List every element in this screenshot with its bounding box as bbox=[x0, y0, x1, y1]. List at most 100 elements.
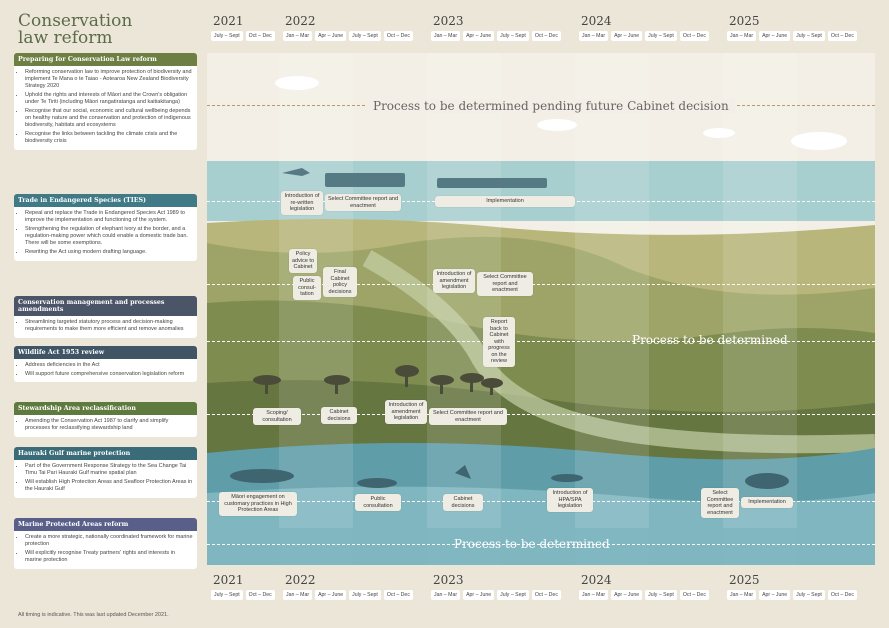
section-heading: Hauraki Gulf marine protection bbox=[14, 447, 197, 460]
process-text-prep: Process to be determined pending future … bbox=[367, 99, 735, 113]
node-cm-final: Final Cabinet policy decisions bbox=[323, 267, 357, 297]
quarter-label: July – Sept bbox=[645, 31, 677, 41]
section-bullet: Amending the Conservation Act 1987 to cl… bbox=[25, 418, 193, 432]
section-bullet: Reforming conservation law to improve pr… bbox=[25, 69, 193, 91]
quarter-label: Oct – Dec bbox=[245, 590, 275, 600]
landscape-illustration bbox=[207, 53, 875, 565]
sa-arrow bbox=[207, 414, 875, 415]
section-mpa: Marine Protected Areas reform Create a m… bbox=[14, 518, 197, 569]
section-bullet: Part of the Government Response Strategy… bbox=[25, 463, 193, 477]
quarter-label: Jan – Mar bbox=[431, 31, 461, 41]
section-bullet: Strengthening the regulation of elephant… bbox=[25, 226, 193, 248]
quarter-label: Jan – Mar bbox=[431, 590, 461, 600]
quarter-label: Jan – Mar bbox=[283, 31, 313, 41]
quarter-label: Oct – Dec bbox=[679, 590, 709, 600]
year-label: 2023 bbox=[433, 573, 464, 587]
page-title: Conservation law reform bbox=[18, 13, 198, 47]
node-hg-maori: Māori engagement on customary practices … bbox=[219, 492, 297, 516]
wl-arrow bbox=[207, 341, 875, 342]
section-body: Reforming conservation law to improve pr… bbox=[14, 66, 197, 151]
section-bullet: Repeal and replace the Trade in Endanger… bbox=[25, 210, 193, 224]
quarter-label: July – Sept bbox=[211, 31, 243, 41]
cm-arrow bbox=[207, 284, 875, 285]
quarter-label: Jan – Mar bbox=[727, 590, 757, 600]
quarter-label: July – Sept bbox=[645, 590, 677, 600]
quarter-label: Apr – June bbox=[315, 31, 347, 41]
section-heading: Trade in Endangered Species (TIES) bbox=[14, 194, 197, 207]
node-hg-impl: Implementation bbox=[741, 497, 793, 508]
section-body: Streamlining targeted statutory process … bbox=[14, 316, 197, 338]
quarter-label: Oct – Dec bbox=[827, 590, 857, 600]
node-sa-cabinet: Cabinet decisions bbox=[321, 407, 357, 424]
section-bullet: Recognise the links between tackling the… bbox=[25, 131, 193, 145]
section-body: Create a more strategic, nationally coor… bbox=[14, 531, 197, 569]
section-bullet: Recognise that our social, economic and … bbox=[25, 108, 193, 130]
quarter-label: Apr – June bbox=[611, 31, 643, 41]
section-bullet: Rewriting the Act using modern drafting … bbox=[25, 249, 193, 256]
node-wl-report: Report back to Cabinet with progress on … bbox=[483, 317, 515, 367]
section-heading: Conservation management and processes am… bbox=[14, 296, 197, 316]
node-cm-select: Select Committee report and enactment bbox=[477, 272, 533, 296]
process-text-mpa: Process to be determined bbox=[454, 537, 610, 551]
mpa-arrow bbox=[207, 544, 875, 545]
node-sa-scoping: Scoping/ consultation bbox=[253, 408, 301, 425]
node-hg-public: Public consultation bbox=[355, 494, 401, 511]
node-hg-intro: Introduction of HPA/SPA legislation bbox=[547, 488, 593, 512]
year-label: 2025 bbox=[729, 14, 760, 28]
node-sa-intro: Introduction of amendment legislation bbox=[385, 400, 427, 424]
quarter-label: July – Sept bbox=[349, 31, 381, 41]
quarter-label: Jan – Mar bbox=[283, 590, 313, 600]
section-bullet: Will support future comprehensive conser… bbox=[25, 371, 193, 378]
quarter-label: July – Sept bbox=[793, 31, 825, 41]
quarter-label: Jan – Mar bbox=[727, 31, 757, 41]
section-bullet: Uphold the rights and interests of Māori… bbox=[25, 92, 193, 106]
quarter-label: Apr – June bbox=[759, 590, 791, 600]
section-body: Part of the Government Response Strategy… bbox=[14, 460, 197, 498]
year-label: 2022 bbox=[285, 14, 316, 28]
node-cm-public: Public consul- tation bbox=[293, 276, 321, 300]
quarter-label: Oct – Dec bbox=[383, 31, 413, 41]
section-heading: Wildlife Act 1953 review bbox=[14, 346, 197, 359]
quarter-label: Oct – Dec bbox=[827, 31, 857, 41]
quarter-label: July – Sept bbox=[211, 590, 243, 600]
section-heading: Marine Protected Areas reform bbox=[14, 518, 197, 531]
section-bullet: Address deficiencies in the Act bbox=[25, 362, 193, 369]
quarter-label: Oct – Dec bbox=[245, 31, 275, 41]
hg-arrow bbox=[207, 501, 875, 502]
quarter-label: Apr – June bbox=[463, 590, 495, 600]
section-body: Address deficiencies in the Act Will sup… bbox=[14, 359, 197, 383]
quarter-label: July – Sept bbox=[497, 590, 529, 600]
year-label: 2025 bbox=[729, 573, 760, 587]
section-bullet: Streamlining targeted statutory process … bbox=[25, 319, 193, 333]
section-heading: Preparing for Conservation Law reform bbox=[14, 53, 197, 66]
quarter-label: July – Sept bbox=[793, 590, 825, 600]
title-line-2: law reform bbox=[18, 28, 113, 48]
section-wildlife: Wildlife Act 1953 review Address deficie… bbox=[14, 346, 197, 383]
section-bullet: Create a more strategic, nationally coor… bbox=[25, 534, 193, 548]
year-label: 2024 bbox=[581, 573, 612, 587]
footer-note: All timing is indicative. This was last … bbox=[18, 612, 169, 618]
quarter-label: Oct – Dec bbox=[383, 590, 413, 600]
year-label: 2021 bbox=[213, 14, 244, 28]
section-hauraki: Hauraki Gulf marine protection Part of t… bbox=[14, 447, 197, 498]
quarter-label: Apr – June bbox=[759, 31, 791, 41]
section-heading: Stewardship Area reclassification bbox=[14, 402, 197, 415]
node-sa-select: Select Committee report and enactment bbox=[429, 408, 507, 425]
quarter-label: Apr – June bbox=[611, 590, 643, 600]
node-cm-policy: Policy advice to Cabinet bbox=[289, 249, 317, 273]
section-conservation-mgmt: Conservation management and processes am… bbox=[14, 296, 197, 338]
quarter-label: Jan – Mar bbox=[579, 590, 609, 600]
section-body: Amending the Conservation Act 1987 to cl… bbox=[14, 415, 197, 437]
process-text-wildlife: Process to be determined bbox=[632, 333, 788, 347]
node-ties-intro: Introduction of re-written legislation bbox=[281, 191, 323, 215]
